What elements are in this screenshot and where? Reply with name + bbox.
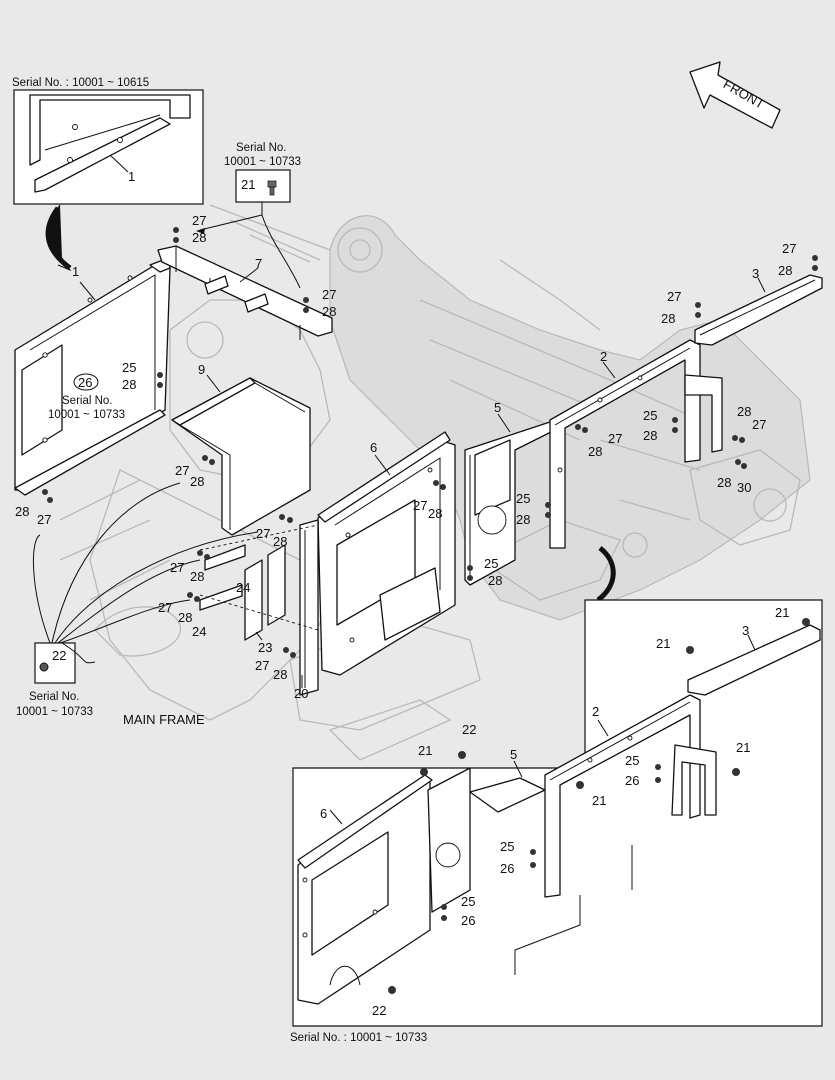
serial-box-mid-line2: 10001 ~ 10733: [224, 156, 301, 168]
callout-6-detail: 6: [320, 806, 327, 821]
serial-left-26-line1: Serial No.: [62, 395, 113, 407]
callout-5: 5: [494, 400, 501, 415]
leader-lines-bottom-left: [33, 482, 259, 664]
callout-28: 28: [178, 610, 192, 625]
callout-27: 27: [752, 417, 766, 432]
callout-28: 28: [190, 569, 204, 584]
callout-27: 27: [413, 498, 427, 513]
part-7-top-bracket: 7: [157, 245, 333, 340]
callout-28: 28: [273, 534, 287, 549]
callout-7: 7: [255, 256, 262, 271]
serial-box-mid: Serial No. 10001 ~ 10733 21: [196, 142, 301, 289]
callout-28: 28: [190, 474, 204, 489]
callout-5-detail: 5: [510, 747, 517, 762]
callout-30: 30: [737, 480, 751, 495]
detail-box-bottom-right: 6 5 2 3: [290, 599, 823, 1044]
callout-2-detail: 2: [592, 704, 599, 719]
callout-28: 28: [516, 512, 530, 527]
callout-22: 22: [462, 722, 476, 737]
serial-box-bottom-left: 22 Serial No. 10001 ~ 10733: [16, 642, 93, 718]
callout-28: 28: [122, 377, 136, 392]
callout-22-serial-box: 22: [52, 648, 66, 663]
part-9-cover: 9: [171, 362, 311, 536]
serial-box-mid-line1: Serial No.: [236, 142, 287, 154]
leader-arrow-icon: [596, 546, 616, 602]
callout-21: 21: [418, 743, 432, 758]
detail-box-top-left: Serial No. : 10001 ~ 10615 1: [12, 77, 204, 205]
part-6-main-panel: 6: [317, 431, 456, 676]
callout-6: 6: [370, 440, 377, 455]
callout-27: 27: [255, 658, 269, 673]
serial-box-bottom-left-line1: Serial No.: [29, 691, 80, 703]
callout-28: 28: [778, 263, 792, 278]
callout-28: 28: [273, 667, 287, 682]
callout-21-serial-box: 21: [241, 177, 255, 192]
part-3-arm: 3: [694, 266, 823, 346]
callout-26: 26: [461, 913, 475, 928]
serial-left-26: 26 Serial No. 10001 ~ 10733: [48, 373, 125, 421]
part-20-strip: 20: [294, 519, 319, 701]
callout-28: 28: [428, 506, 442, 521]
callout-28: 28: [15, 504, 29, 519]
callout-25: 25: [500, 839, 514, 854]
callout-3-detail: 3: [742, 623, 749, 638]
callout-27: 27: [192, 213, 206, 228]
callout-28: 28: [737, 404, 751, 419]
callout-3: 3: [752, 266, 759, 281]
detail-serial-top: Serial No. : 10001 ~ 10615: [12, 77, 149, 89]
callout-27: 27: [158, 600, 172, 615]
callout-24-bottom: 24: [192, 624, 206, 639]
main-frame-label: MAIN FRAME: [123, 712, 205, 727]
front-arrow-icon: FRONT: [689, 61, 781, 129]
callout-27: 27: [322, 287, 336, 302]
callout-25: 25: [643, 408, 657, 423]
callout-28: 28: [717, 475, 731, 490]
callout-9: 9: [198, 362, 205, 377]
callout-21: 21: [736, 740, 750, 755]
callout-27: 27: [175, 463, 189, 478]
callout-27: 27: [667, 289, 681, 304]
bolt-icon: [42, 227, 818, 658]
bolt-icon: [388, 618, 810, 994]
callout-1: 1: [72, 264, 79, 279]
callout-21: 21: [775, 605, 789, 620]
bolt-icon: [39, 662, 49, 672]
callout-22: 22: [372, 1003, 386, 1018]
callouts-main: 27 28 27 28 25 28 28 27 27 28 27 28 27 2…: [15, 213, 796, 682]
callout-2: 2: [600, 349, 607, 364]
detail-serial-bottom: Serial No. : 10001 ~ 10733: [290, 1032, 427, 1044]
callout-25: 25: [516, 491, 530, 506]
callout-27: 27: [608, 431, 622, 446]
callout-21: 21: [656, 636, 670, 651]
callout-26: 26: [625, 773, 639, 788]
callout-20: 20: [294, 686, 308, 701]
callout-28: 28: [588, 444, 602, 459]
callout-25: 25: [484, 556, 498, 571]
callout-28: 28: [661, 311, 675, 326]
circled-26: 26: [78, 375, 92, 390]
bolt-icon: [267, 180, 277, 196]
callout-28: 28: [192, 230, 206, 245]
callout-28: 28: [643, 428, 657, 443]
serial-left-26-line2: 10001 ~ 10733: [48, 409, 125, 421]
callout-26: 26: [500, 861, 514, 876]
callout-27: 27: [782, 241, 796, 256]
part-23-24-brackets: 23 24 24: [192, 524, 319, 655]
callout-25: 25: [625, 753, 639, 768]
callout-27: 27: [256, 526, 270, 541]
callout-25: 25: [122, 360, 136, 375]
callout-24-top: 24: [236, 580, 250, 595]
callout-28: 28: [488, 573, 502, 588]
serial-box-bottom-left-line2: 10001 ~ 10733: [16, 706, 93, 718]
callout-28: 28: [322, 304, 336, 319]
callout-27: 27: [170, 560, 184, 575]
callout-25: 25: [461, 894, 475, 909]
callout-1-detail: 1: [128, 169, 135, 184]
callout-21: 21: [592, 793, 606, 808]
callout-23: 23: [258, 640, 272, 655]
callout-27: 27: [37, 512, 51, 527]
